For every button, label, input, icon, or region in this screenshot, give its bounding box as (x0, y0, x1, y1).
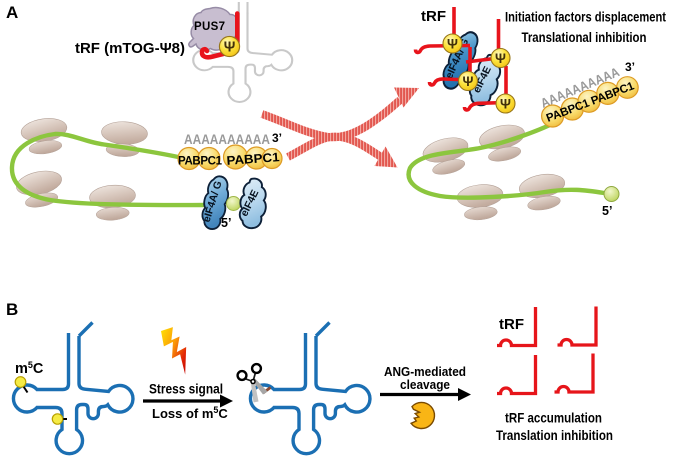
svg-text:ANG-mediated: ANG-mediated (384, 364, 466, 379)
svg-text:cleavage: cleavage (400, 377, 450, 392)
svg-text:AAAAAAAAAA: AAAAAAAAAA (184, 132, 270, 147)
svg-text:PABPC1: PABPC1 (178, 156, 223, 168)
svg-text:PABPC1: PABPC1 (226, 150, 280, 168)
svg-text:tRF: tRF (499, 316, 524, 333)
svg-text:tRF: tRF (421, 8, 446, 25)
svg-text:5’: 5’ (221, 216, 231, 230)
svg-text:3’: 3’ (625, 60, 635, 74)
svg-text:3’: 3’ (272, 131, 282, 145)
svg-text:tRF (mTOG-Ψ8): tRF (mTOG-Ψ8) (75, 40, 185, 57)
svg-text:PUS7: PUS7 (194, 21, 225, 33)
svg-text:5’: 5’ (602, 204, 612, 218)
svg-text:Initiation factors displacemen: Initiation factors displacement (505, 9, 666, 25)
svg-text:Stress signal: Stress signal (149, 382, 223, 397)
svg-text:tRF accumulation: tRF accumulation (505, 410, 602, 426)
svg-text:Translational inhibition: Translational inhibition (522, 29, 647, 45)
svg-text:A: A (6, 3, 18, 22)
svg-text:B: B (6, 300, 18, 319)
svg-text:Loss of m5C: Loss of m5C (152, 405, 228, 421)
svg-text:Translation inhibition: Translation inhibition (496, 427, 613, 443)
svg-text:m5C: m5C (15, 360, 44, 377)
